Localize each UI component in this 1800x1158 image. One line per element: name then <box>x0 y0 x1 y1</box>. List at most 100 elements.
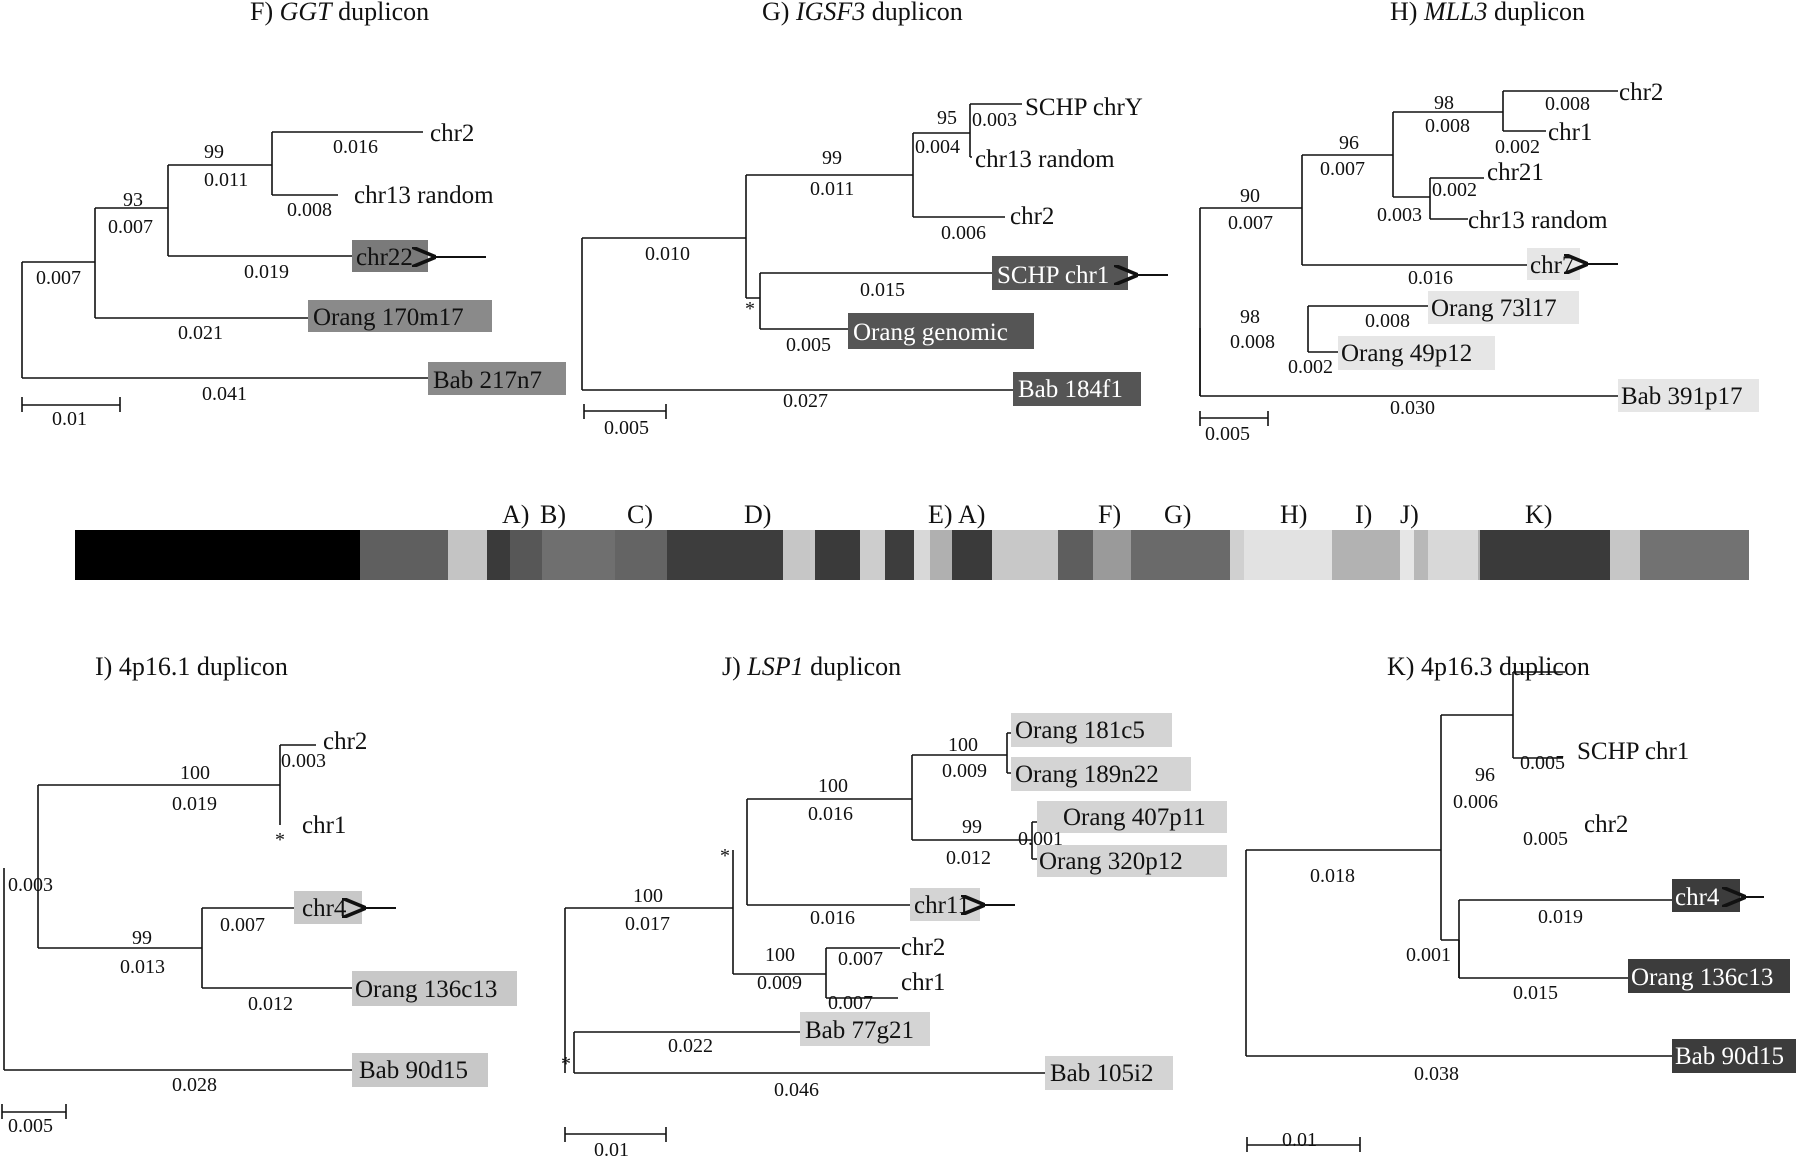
leaf-j-o407: Orang 407p11 <box>1063 804 1206 831</box>
bs-h-98a: 98 <box>1434 92 1454 114</box>
tree-f-branches <box>21 131 430 379</box>
segment-block <box>75 530 360 580</box>
len-j-99: 0.012 <box>946 847 991 869</box>
segment-block <box>1414 530 1428 580</box>
leaf-k-chr2: chr2 <box>1584 811 1628 838</box>
segment-label: I) <box>1355 500 1372 529</box>
segment-block <box>448 530 487 580</box>
scale-k-bar <box>1246 1137 1361 1152</box>
leaf-j-o320: Orang 320p12 <box>1039 848 1183 875</box>
len-h-chr7: 0.016 <box>1408 267 1453 289</box>
tag-g-bab <box>1013 372 1141 406</box>
panel-f-title: F) GGT duplicon <box>250 0 429 26</box>
segment-label: G) <box>1164 500 1191 529</box>
segment-block <box>992 530 1058 580</box>
scale-h-label: 0.005 <box>1205 423 1250 445</box>
len-g-99: 0.011 <box>810 178 854 200</box>
scale-f-bar <box>21 397 121 412</box>
len-g-bab: 0.027 <box>783 390 828 412</box>
len-k-chr4: 0.019 <box>1538 906 1583 928</box>
bs-g-95: 95 <box>937 107 957 129</box>
len-i-99: 0.013 <box>120 956 165 978</box>
segment-block <box>1230 530 1244 580</box>
segment-block <box>667 530 783 580</box>
len-k-chr2: 0.005 <box>1523 828 1568 850</box>
len-i-bab: 0.028 <box>172 1074 217 1096</box>
leaf-j-chr11: chr11 <box>914 892 970 919</box>
tag-f-orang <box>308 300 492 332</box>
segment-label: H) <box>1280 500 1307 529</box>
bs-f-99: 99 <box>204 141 224 163</box>
bs-g-99: 99 <box>822 147 842 169</box>
bs-j-100b: 100 <box>818 775 848 797</box>
tree-i-branches <box>3 744 352 1071</box>
segment-block <box>1640 530 1749 580</box>
leaf-g-schpy: SCHP chrY <box>1025 94 1143 121</box>
len-h-chr2: 0.008 <box>1545 93 1590 115</box>
len-k-96: 0.006 <box>1453 791 1498 813</box>
leaf-h-chr7: chr7 <box>1530 252 1574 279</box>
leaf-k-schp1: SCHP chr1 <box>1577 738 1689 765</box>
tag-j-bab105 <box>1045 1056 1173 1090</box>
len-k-schp1: 0.005 <box>1520 752 1565 774</box>
scale-g-label: 0.005 <box>604 417 649 439</box>
tree-k-branches <box>1245 671 1672 1057</box>
len-h-bab: 0.030 <box>1390 397 1435 419</box>
len-f-chr2: 0.016 <box>333 136 378 158</box>
segment-block <box>1478 530 1480 580</box>
len-h-98a: 0.008 <box>1425 115 1470 137</box>
segment-label: C) <box>627 500 653 529</box>
scale-j-label: 0.01 <box>594 1139 629 1158</box>
len-h-96: 0.007 <box>1320 158 1365 180</box>
leaf-g-chr13r: chr13 random <box>975 146 1115 173</box>
segment-block <box>510 530 542 580</box>
bs-j-100d: 100 <box>633 885 663 907</box>
segment-block <box>1058 530 1093 580</box>
leaf-j-o189: Orang 189n22 <box>1015 761 1159 788</box>
len-h-chr13r: 0.003 <box>1377 204 1422 226</box>
len-j-100c: 0.009 <box>757 972 802 994</box>
segment-label: A) <box>502 500 529 529</box>
leaf-j-bab77: Bab 77g21 <box>805 1017 914 1044</box>
segment-blocks <box>75 530 1749 580</box>
tag-g-orang <box>848 313 1034 349</box>
segment-block <box>815 530 860 580</box>
len-i-100: 0.019 <box>172 793 217 815</box>
leaf-k-orang: Orang 136c13 <box>1631 964 1773 991</box>
leaf-i-chr2: chr2 <box>323 728 367 755</box>
tree-h-branches <box>1199 90 1618 397</box>
tag-h-orang49 <box>1338 336 1495 370</box>
bs-j-100a: 100 <box>948 734 978 756</box>
tag-i-orang <box>352 971 517 1006</box>
segment-block <box>487 530 510 580</box>
leaf-f-bab: Bab 217n7 <box>433 367 542 394</box>
segment-block <box>783 530 815 580</box>
bs-j-star2: * <box>561 1053 571 1075</box>
tree-g-branches <box>581 103 1022 391</box>
len-h-98b: 0.008 <box>1230 331 1275 353</box>
leaf-k-chr4: chr4 <box>1675 884 1720 911</box>
segment-block <box>1244 530 1332 580</box>
segment-block <box>1610 530 1640 580</box>
tag-j-o320 <box>1037 845 1227 877</box>
leaf-i-chr4: chr4 <box>302 895 347 922</box>
segment-block <box>914 530 930 580</box>
bs-i-99: 99 <box>132 927 152 949</box>
len-f-chr22: 0.019 <box>244 261 289 283</box>
leaf-f-orang: Orang 170m17 <box>313 304 464 331</box>
segment-block <box>1093 530 1131 580</box>
leaf-f-chr22: chr22 <box>356 244 413 271</box>
len-f-93: 0.007 <box>108 216 153 238</box>
len-j-chr2: 0.007 <box>838 948 883 970</box>
leaf-f-chr2: chr2 <box>430 120 474 147</box>
segment-label: F) <box>1098 500 1121 529</box>
len-g-schpy: 0.003 <box>972 109 1017 131</box>
len-f-bab: 0.041 <box>202 383 247 405</box>
len-g-schp1: 0.015 <box>860 279 905 301</box>
leaf-h-chr1: chr1 <box>1548 119 1592 146</box>
scale-i-label: 0.005 <box>8 1115 53 1137</box>
segment-block <box>952 530 992 580</box>
tag-i-bab <box>352 1053 488 1087</box>
tag-k-orang <box>1628 959 1790 993</box>
tree-j-branches <box>564 732 1045 1074</box>
